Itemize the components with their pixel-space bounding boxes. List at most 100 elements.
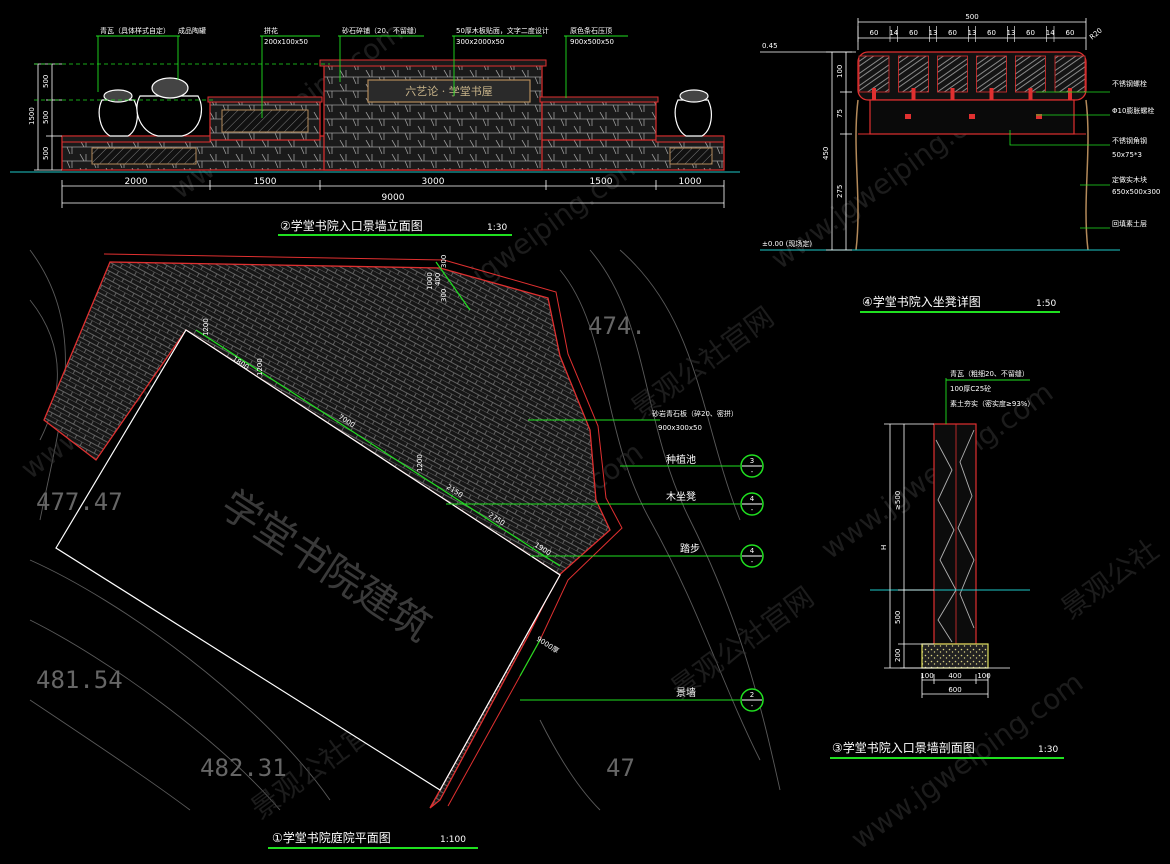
callout-label: 原色条石压顶 [570,26,612,35]
callout-label: 拼花 [264,26,278,35]
elevation-title: ②学堂书院入口景墙立面图 [280,218,423,233]
section-title: ③学堂书院入口景墙剖面图 [832,740,975,755]
elevation-label: 481.54 [36,666,123,694]
section-bottom-dim: 100 [920,672,933,680]
bench-v-dim: 450 [822,147,830,160]
section-bottom-total: 600 [948,686,961,694]
elevation-label: 47 [606,754,635,782]
legend-label: 种植池 [666,453,696,466]
watermark-cn: 景观公社官网 [665,580,820,705]
bench-note: Φ10膨胀螺栓 [1112,106,1154,115]
bench-scale: 1:50 [1036,299,1056,309]
bolt-icon [911,88,916,102]
section-marker-icon: 3 - [740,454,764,478]
bench-slat-dim: 14 [889,29,898,37]
legend-label: 景墙 [676,686,696,699]
bench-slat-dim: 13 [929,29,938,37]
dim-label: 1500 [28,107,36,125]
watermark-cn2: 景观公社 [1055,533,1165,626]
bench-notes: 不锈钢螺栓 Φ10膨胀螺栓 不锈钢角钢 50x75*3 定做实木块 650x50… [1112,79,1160,228]
legend-label: 木坐凳 [666,491,696,503]
plan-dim: 9000厚 [535,635,560,655]
dim-total: 9000 [382,193,405,203]
bench-slat [1054,55,1086,93]
bolt-icon [1028,88,1033,102]
bench-v-dim: 75 [836,109,844,118]
courtyard-plan-drawing: 学堂书院建筑 1200 1800 1200 7000 1200 2150 275… [36,253,764,849]
dim-label: 1500 [590,177,613,187]
callout-label: 青瓦（具体样式自定） [100,26,170,35]
bolt-icon [1068,88,1072,102]
wall-section-drawing: H ≥500 500 200 100 400 100 600 青瓦（粗细20、不… [830,369,1064,759]
bench-slats [858,55,1086,102]
marker-sheet: - [751,468,754,476]
section-v-dim: 500 [894,611,902,624]
marker-number: 3 [750,457,754,465]
bolt-icon [950,88,955,102]
plan-dim: 300 [440,289,448,302]
dim-label: 1000 [679,177,702,187]
paving-note: 砂岩青石板（碎20、密拼） [652,409,738,418]
dim-label: 500 [42,111,50,124]
bench-slat-dim: 60 [1066,29,1075,37]
bench-slat-dim: 60 [909,29,918,37]
elevation-label: 482.31 [200,754,287,782]
plan-dim: 400 [434,273,442,286]
bench-slat-dim: 60 [1026,29,1035,37]
plan-dim: 1200 [202,318,210,336]
section-note: 青瓦（粗细20、不留缝） [950,369,1029,378]
watermark-cn: 景观公社官网 [625,300,780,425]
bench-title: ④学堂书院入坐凳详图 [862,294,981,309]
plan-title: ①学堂书院庭院平面图 [272,830,391,845]
section-marker-icon: 2 - [740,688,764,712]
bench-v-dim: 100 [836,65,844,78]
bench-v-dim: 275 [836,185,844,198]
bench-slat-dim: 60 [987,29,996,37]
sign-text: 六艺论 · 学堂书屋 [405,84,493,98]
bolt-icon [989,88,994,102]
section-marker-icon: 4 - [740,492,764,516]
dim-label: 500 [42,147,50,160]
dim-label: 3000 [422,177,445,187]
callout-label: 50厚木板贴面，文字二度设计 [456,26,549,35]
marker-number: 4 [750,547,755,555]
legend-label: 踏步 [680,542,700,555]
bench-slat [1015,55,1046,93]
bench-slat-dim: 13 [1007,29,1016,37]
elevation-drawing: 六艺论 · 学堂书屋 2000 1500 3000 [10,26,740,236]
marker-sheet: - [751,506,754,514]
bench-top-dim: 500 [965,13,978,21]
plan-dim: 1200 [416,454,424,472]
bench-slat [976,55,1007,93]
section-note: 素土夯实（密实度≥93%） [950,399,1034,408]
bench-slat-dim: 13 [968,29,977,37]
bench-note: 回填素土层 [1112,219,1147,228]
dim-label: 2000 [125,177,148,187]
marker-sheet: - [751,558,754,566]
bench-note: 50x75*3 [1112,151,1142,159]
plan-legend: 种植池 木坐凳 踏步 景墙 3 - 4 - 4 - [666,453,764,712]
bench-corner-dim: R20 [1088,27,1104,42]
bench-note: 不锈钢角钢 [1112,136,1147,145]
dim-label: 500 [42,75,50,88]
section-bottom-dim: 100 [977,672,990,680]
marker-sheet: - [751,702,754,710]
callout-label: 300x2000x50 [456,38,504,46]
bench-note: 650x500x300 [1112,188,1160,196]
elevation-scale: 1:30 [487,223,507,233]
plan-dim: 1000 [426,272,434,290]
marker-number: 4 [750,495,755,503]
bench-base-elev: ±0.00 (现场定) [762,239,812,248]
callout-label: 成品陶罐 [178,26,206,35]
bench-slat [937,55,968,93]
bench-slat-dim: 60 [948,29,957,37]
section-v-dim: H [880,545,888,550]
section-v-dim: 200 [894,649,902,662]
section-scale: 1:30 [1038,745,1058,755]
elevation-callouts: 青瓦（具体样式自定） 成品陶罐 拼花 200x100x50 砂石碎铺（20、不留… [100,26,614,46]
section-note: 100厚C25砼 [950,384,991,393]
pot-icon [98,77,712,137]
